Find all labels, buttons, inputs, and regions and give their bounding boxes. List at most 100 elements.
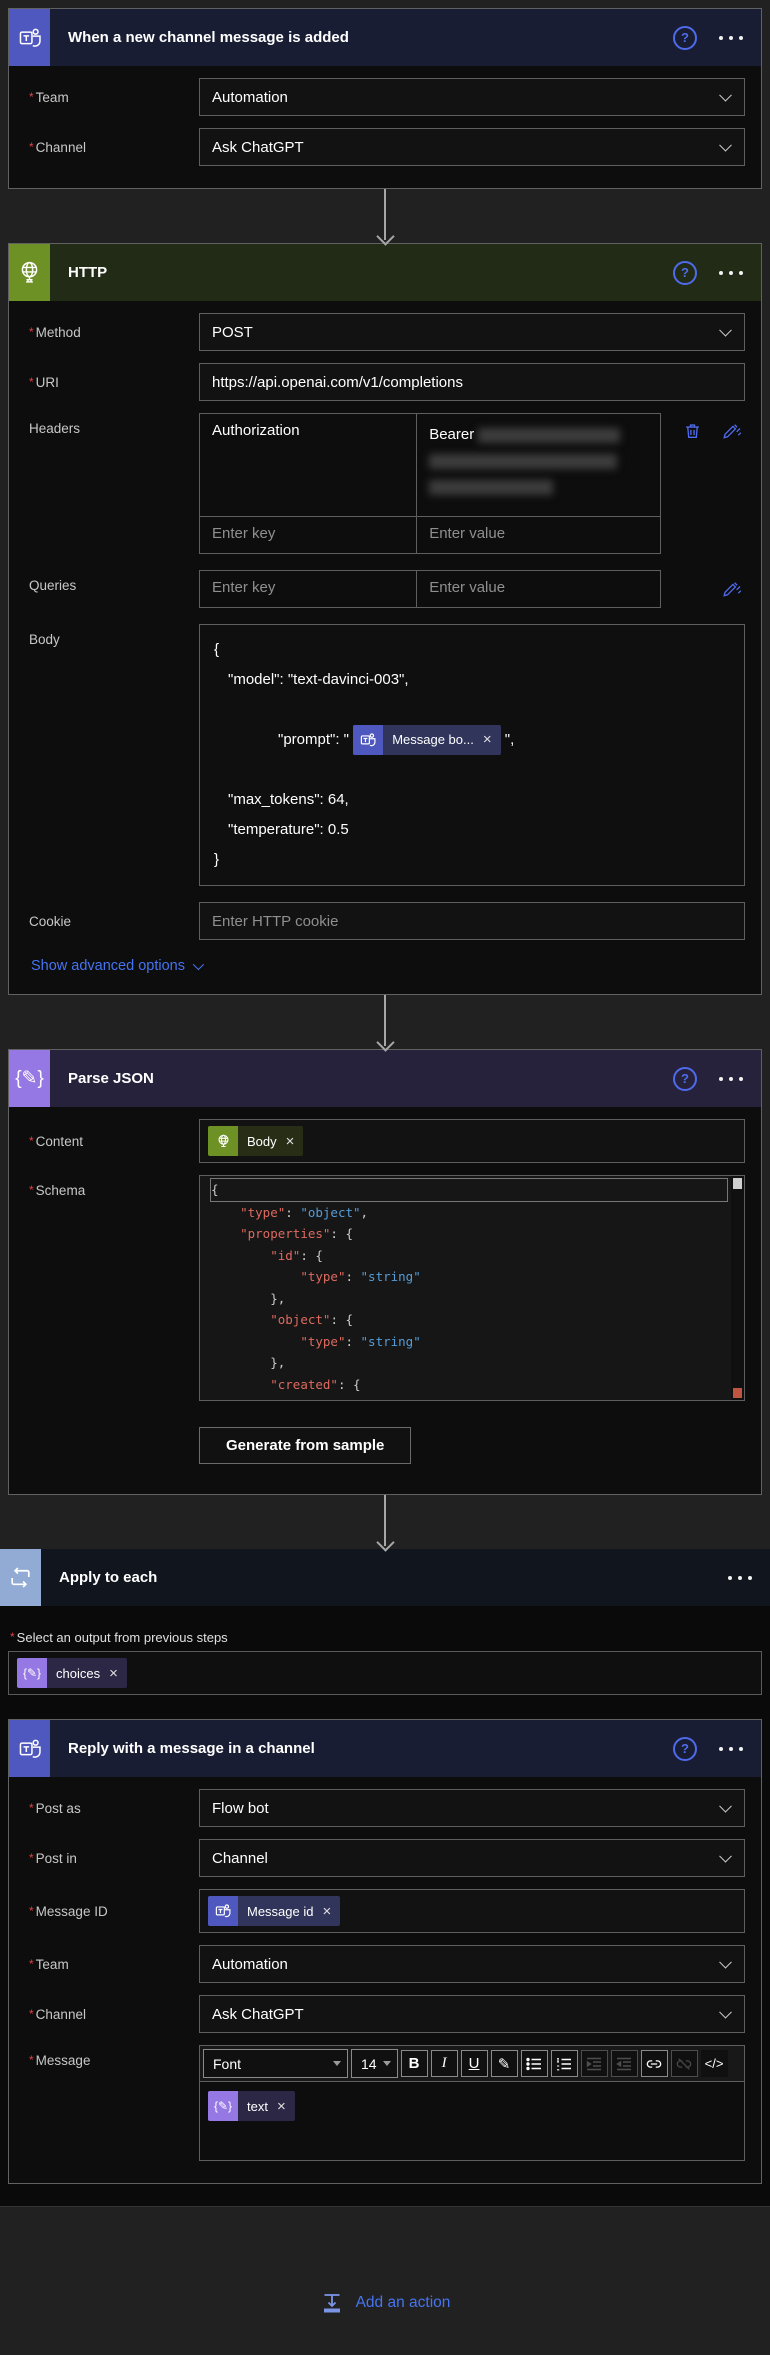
menu-ellipsis-icon[interactable] <box>719 267 743 279</box>
flow-connector-arrow <box>0 995 770 1052</box>
uri-label: *URI <box>29 374 59 390</box>
help-icon[interactable]: ? <box>673 25 697 50</box>
help-icon[interactable]: ? <box>673 1736 697 1761</box>
bold-button[interactable]: B <box>400 2050 428 2078</box>
parse-json-icon: {✎} <box>17 1658 47 1689</box>
message-label: *Message <box>29 2053 91 2069</box>
schema-editor[interactable]: { "type": "object", "properties": { "id"… <box>199 1175 745 1402</box>
header-key-input[interactable]: Authorization <box>212 422 300 439</box>
remove-token-icon[interactable]: × <box>285 1132 295 1150</box>
redacted-secret <box>429 453 618 469</box>
body-label: Body <box>29 632 60 647</box>
message-content-area[interactable]: {✎}text× <box>199 2082 745 2162</box>
link-button[interactable] <box>640 2050 668 2078</box>
query-key-input[interactable]: Enter key <box>212 579 276 596</box>
underline-button[interactable]: U <box>460 2050 488 2078</box>
teams-icon <box>353 725 384 756</box>
remove-token-icon[interactable]: × <box>109 1664 118 1682</box>
text-token[interactable]: {✎}text× <box>208 2091 295 2122</box>
rich-text-toolbar: Font 14 B I U ✎ <box>199 2045 745 2083</box>
editor-scrollbar[interactable] <box>731 1176 744 1401</box>
body-token[interactable]: Body× <box>208 1126 304 1157</box>
cookie-input[interactable]: Enter HTTP cookie <box>199 902 745 941</box>
remove-token-icon[interactable]: × <box>276 2097 286 2115</box>
method-dropdown[interactable]: POST <box>199 313 745 351</box>
http-card: HTTP ? *Method POST *URI https://api.ope… <box>8 243 762 996</box>
channel-field-row: *Channel Ask ChatGPT <box>29 128 745 166</box>
code-view-button[interactable]: </> <box>700 2050 728 2078</box>
channel-label: *Channel <box>29 139 86 155</box>
post-as-label: *Post as <box>29 1800 81 1816</box>
header-value-input[interactable]: Bearer <box>416 414 660 516</box>
add-an-action-button[interactable]: Add an action <box>0 2291 770 2355</box>
choices-token[interactable]: {✎}choices× <box>17 1658 127 1689</box>
content-input[interactable]: Body× <box>199 1119 745 1164</box>
team-label: *Team <box>29 89 69 105</box>
italic-button[interactable]: I <box>430 2050 458 2078</box>
header-key-input[interactable]: Enter key <box>212 525 276 542</box>
message-body-token[interactable]: Message bo...× <box>353 725 501 756</box>
indent-button[interactable] <box>580 2050 608 2078</box>
remove-token-icon[interactable]: × <box>322 1902 332 1920</box>
select-output-label: *Select an output from previous steps <box>10 1630 228 1646</box>
schema-field-row: *Schema { "type": "object", "properties"… <box>29 1175 745 1402</box>
chevron-down-icon <box>719 1955 732 1969</box>
delete-header-icon[interactable] <box>683 421 702 441</box>
outdent-button[interactable] <box>610 2050 638 2078</box>
help-icon[interactable]: ? <box>673 1066 697 1091</box>
help-icon[interactable]: ? <box>673 260 697 285</box>
flow-connector-arrow <box>0 189 770 246</box>
cookie-placeholder: Enter HTTP cookie <box>212 912 339 930</box>
header-value-input[interactable]: Enter value <box>416 517 660 553</box>
trigger-card-header[interactable]: When a new channel message is added ? <box>9 9 761 66</box>
apply-to-each-header[interactable]: Apply to each <box>0 1549 770 1607</box>
message-id-token[interactable]: Message id× <box>208 1896 341 1927</box>
trigger-card: When a new channel message is added ? *T… <box>8 8 762 189</box>
font-size-dropdown[interactable]: 14 <box>351 2049 398 2079</box>
add-action-icon <box>320 2291 344 2315</box>
unlink-button[interactable] <box>670 2050 698 2078</box>
menu-ellipsis-icon[interactable] <box>719 1073 743 1085</box>
menu-ellipsis-icon[interactable] <box>728 1572 752 1584</box>
parse-json-card-header[interactable]: {✎} Parse JSON ? <box>9 1050 761 1108</box>
post-as-dropdown[interactable]: Flow bot <box>199 1789 745 1828</box>
switch-to-text-mode-icon[interactable] <box>722 421 743 441</box>
body-line: { <box>214 641 220 658</box>
message-id-input[interactable]: Message id× <box>199 1889 745 1934</box>
query-value-input[interactable]: Enter value <box>416 571 660 607</box>
bullet-list-button[interactable] <box>520 2050 548 2078</box>
menu-ellipsis-icon[interactable] <box>719 1743 743 1755</box>
post-in-dropdown[interactable]: Channel <box>199 1839 745 1878</box>
post-in-value: Channel <box>212 1849 268 1867</box>
reply-channel-field-row: *Channel Ask ChatGPT <box>29 1995 745 2034</box>
channel-dropdown[interactable]: Ask ChatGPT <box>199 1995 745 2034</box>
show-advanced-options-link[interactable]: Show advanced options <box>31 958 205 974</box>
select-output-input[interactable]: {✎}choices× <box>8 1651 762 1696</box>
switch-to-text-mode-icon[interactable] <box>722 579 743 599</box>
generate-row: Generate from sample <box>29 1413 745 1465</box>
numbered-list-button[interactable] <box>550 2050 578 2078</box>
team-dropdown[interactable]: Automation <box>199 1945 745 1984</box>
highlight-pen-button[interactable]: ✎ <box>490 2050 518 2078</box>
team-dropdown[interactable]: Automation <box>199 78 745 116</box>
teams-icon <box>9 9 50 66</box>
post-in-field-row: *Post in Channel <box>29 1839 745 1878</box>
http-card-header[interactable]: HTTP ? <box>9 244 761 301</box>
headers-field-row: Headers Authorization Bearer <box>29 413 745 554</box>
post-as-field-row: *Post as Flow bot <box>29 1789 745 1828</box>
flow-connector-arrow <box>0 1495 770 1552</box>
channel-dropdown[interactable]: Ask ChatGPT <box>199 128 745 166</box>
font-family-dropdown[interactable]: Font <box>203 2049 348 2079</box>
remove-token-icon[interactable]: × <box>482 731 492 749</box>
uri-input[interactable]: https://api.openai.com/v1/completions <box>199 363 745 401</box>
reply-card-header[interactable]: Reply with a message in a channel ? <box>9 1720 761 1778</box>
queries-table: Enter key Enter value <box>199 570 661 608</box>
body-json-editor[interactable]: { "model": "text-davinci-003", "prompt":… <box>199 624 745 887</box>
redacted-secret <box>478 427 621 443</box>
menu-ellipsis-icon[interactable] <box>719 32 743 44</box>
scrollbar-thumb[interactable] <box>733 1178 742 1190</box>
team-label: *Team <box>29 1956 69 1972</box>
parse-json-icon: {✎} <box>9 1050 50 1108</box>
generate-from-sample-button[interactable]: Generate from sample <box>199 1427 412 1465</box>
